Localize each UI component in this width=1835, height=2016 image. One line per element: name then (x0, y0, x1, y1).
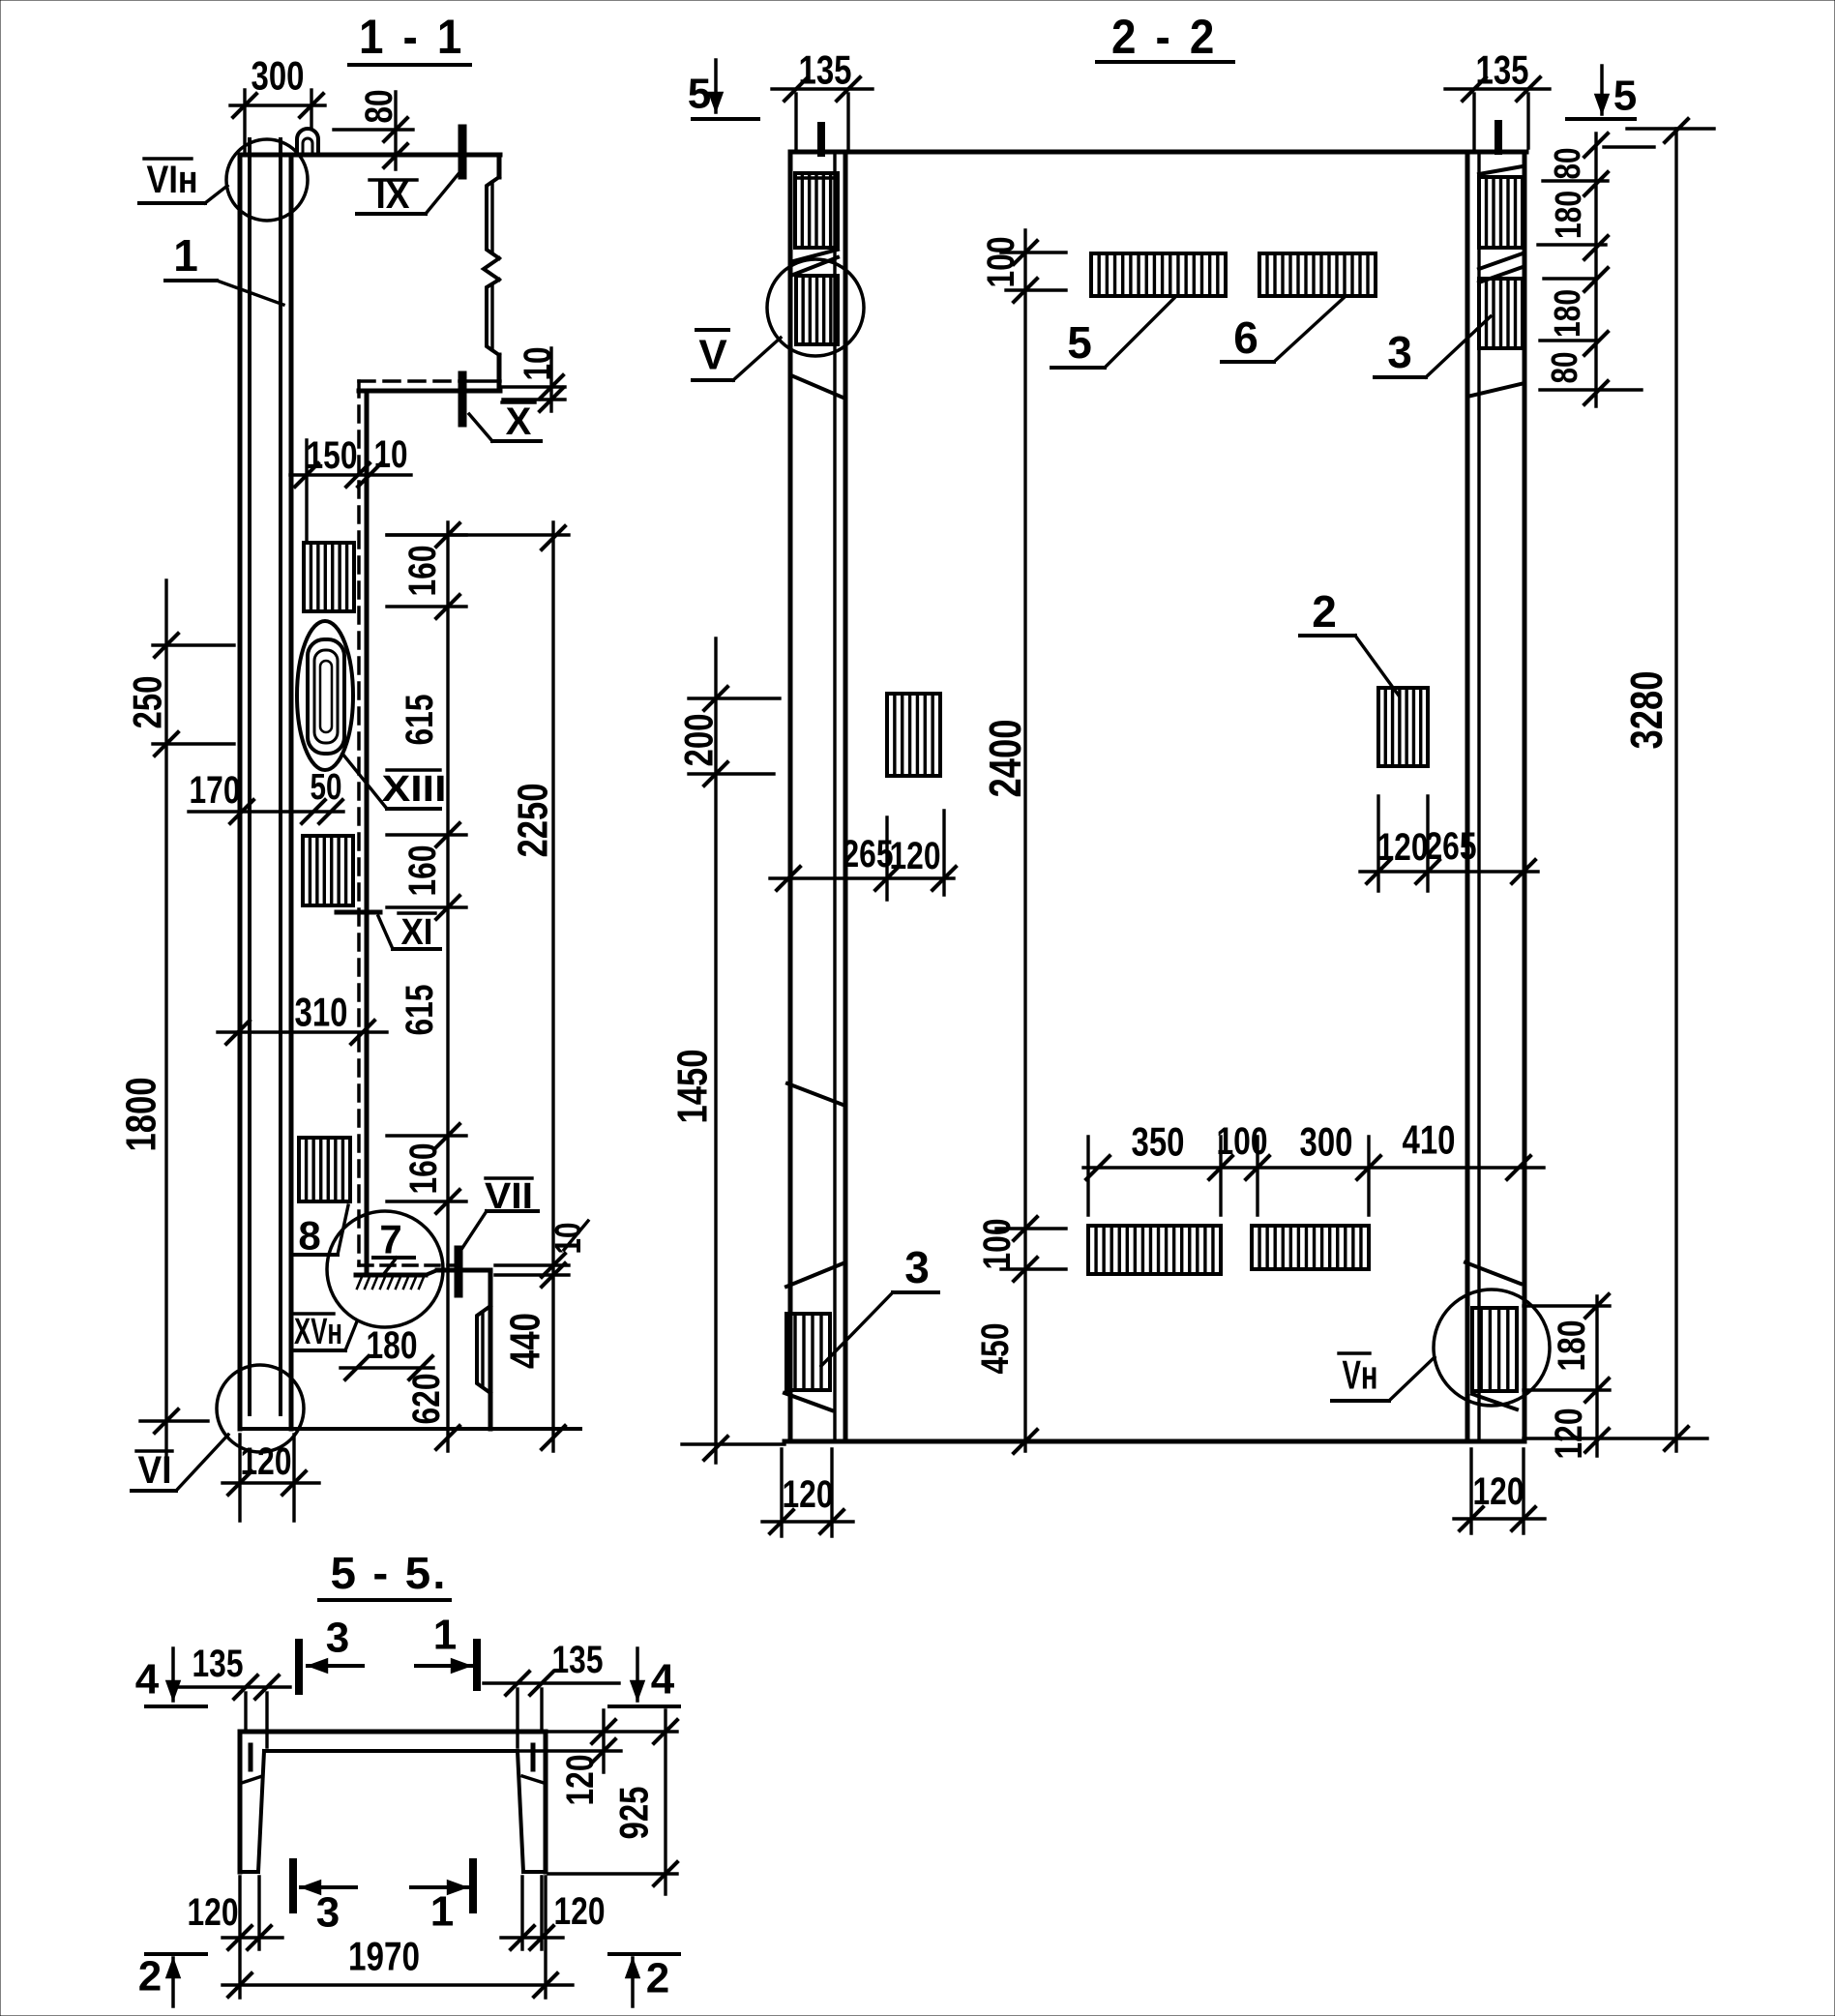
svg-text:6: 6 (1233, 312, 1258, 363)
svg-text:XIII: XIII (382, 769, 447, 810)
svg-text:120: 120 (1473, 1470, 1524, 1513)
svg-text:5 - 5.: 5 - 5. (331, 1548, 448, 1598)
svg-text:80: 80 (358, 90, 400, 124)
svg-text:100: 100 (976, 1219, 1019, 1270)
svg-text:180: 180 (1548, 289, 1588, 338)
svg-text:3: 3 (1387, 327, 1412, 377)
svg-text:8: 8 (298, 1213, 320, 1259)
svg-text:180: 180 (1549, 191, 1589, 239)
svg-text:180: 180 (367, 1324, 418, 1367)
svg-text:1: 1 (173, 230, 198, 281)
svg-text:120: 120 (1548, 1408, 1590, 1460)
svg-text:2: 2 (138, 1953, 162, 2001)
svg-text:160: 160 (401, 546, 444, 597)
svg-text:5: 5 (1067, 317, 1092, 368)
svg-text:1800: 1800 (118, 1078, 165, 1152)
svg-text:10: 10 (517, 347, 559, 381)
svg-text:620: 620 (405, 1374, 448, 1425)
svg-text:200: 200 (676, 714, 722, 767)
svg-text:2: 2 (646, 1955, 669, 2002)
svg-text:250: 250 (125, 676, 170, 729)
svg-text:80: 80 (1545, 352, 1585, 384)
svg-text:2 - 2: 2 - 2 (1111, 10, 1218, 64)
svg-text:120: 120 (554, 1890, 606, 1933)
svg-text:925: 925 (611, 1787, 657, 1840)
svg-text:450: 450 (974, 1323, 1017, 1375)
svg-text:3: 3 (316, 1889, 340, 1937)
svg-text:350: 350 (1132, 1119, 1185, 1165)
svg-text:Vн: Vн (1343, 1352, 1378, 1398)
svg-text:1 - 1: 1 - 1 (359, 10, 465, 64)
svg-text:1: 1 (433, 1612, 457, 1659)
svg-text:120: 120 (890, 835, 941, 877)
svg-text:180: 180 (1551, 1320, 1593, 1372)
svg-text:2400: 2400 (980, 720, 1030, 798)
svg-text:135: 135 (1476, 47, 1529, 93)
svg-text:135: 135 (552, 1639, 604, 1681)
svg-text:300: 300 (252, 53, 305, 99)
svg-text:120: 120 (188, 1891, 239, 1934)
svg-text:5: 5 (688, 71, 711, 118)
svg-text:3: 3 (904, 1242, 930, 1292)
svg-text:IX: IX (376, 174, 410, 217)
svg-text:50: 50 (311, 767, 342, 808)
svg-text:135: 135 (192, 1643, 244, 1685)
svg-text:7: 7 (379, 1217, 401, 1262)
svg-text:3280: 3280 (1621, 671, 1672, 750)
svg-text:1: 1 (430, 1888, 454, 1936)
svg-text:120: 120 (783, 1473, 834, 1516)
svg-text:1450: 1450 (669, 1050, 717, 1124)
svg-text:135: 135 (799, 47, 852, 93)
svg-text:160: 160 (401, 845, 444, 897)
svg-text:100: 100 (1217, 1120, 1268, 1163)
svg-text:615: 615 (399, 985, 441, 1036)
svg-text:3: 3 (326, 1615, 349, 1662)
svg-text:265: 265 (843, 833, 894, 875)
svg-text:80: 80 (1548, 148, 1588, 180)
svg-text:170: 170 (190, 769, 241, 812)
svg-text:410: 410 (1403, 1117, 1456, 1163)
svg-text:2: 2 (1312, 586, 1337, 637)
svg-text:310: 310 (295, 990, 348, 1035)
svg-text:615: 615 (399, 695, 441, 746)
svg-text:V: V (698, 332, 727, 379)
svg-text:300: 300 (1300, 1119, 1353, 1165)
svg-text:X: X (506, 400, 532, 443)
svg-text:XVн: XVн (294, 1312, 342, 1352)
svg-text:VIн: VIн (147, 159, 198, 201)
svg-text:1970: 1970 (348, 1934, 420, 1979)
svg-text:10: 10 (374, 433, 408, 476)
svg-text:2250: 2250 (510, 784, 557, 858)
svg-text:120: 120 (559, 1755, 602, 1806)
svg-text:5: 5 (1613, 73, 1637, 120)
svg-text:4: 4 (651, 1656, 675, 1704)
svg-text:4: 4 (135, 1656, 160, 1704)
svg-text:120: 120 (241, 1440, 292, 1483)
svg-text:120: 120 (1377, 826, 1429, 869)
svg-text:440: 440 (502, 1313, 549, 1369)
svg-text:265: 265 (1426, 825, 1477, 868)
svg-text:100: 100 (980, 237, 1022, 288)
svg-text:160: 160 (402, 1143, 445, 1195)
svg-text:XI: XI (401, 912, 433, 953)
svg-text:150: 150 (307, 434, 358, 477)
